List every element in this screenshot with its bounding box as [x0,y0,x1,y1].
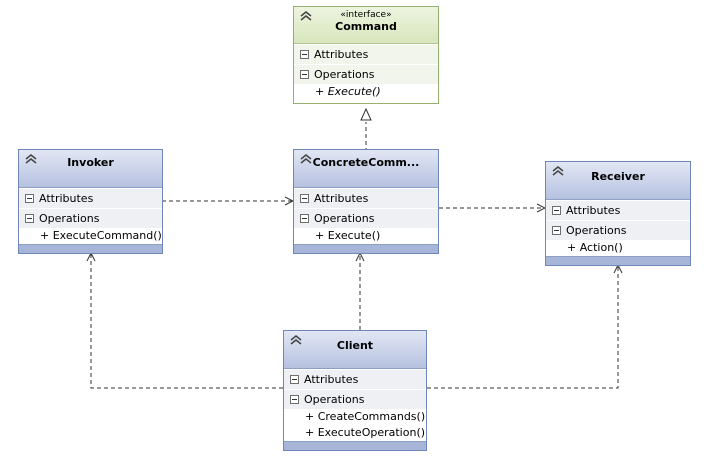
class-header: Receiver [546,162,690,200]
attributes-section[interactable]: Attributes [546,200,690,220]
dependency-client-to-receiver [427,265,618,389]
class-receiver[interactable]: Receiver Attributes Operations + Action(… [545,161,691,266]
collapse-chevron-icon[interactable] [551,165,565,177]
class-name: Client [336,339,374,352]
attributes-section[interactable]: Attributes [284,369,426,389]
collapse-minus-icon[interactable] [25,194,34,203]
operation-item[interactable]: + Execute() [294,228,438,244]
operation-item[interactable]: + ExecuteOperation() [284,425,426,441]
class-command[interactable]: «interface» Command Attributes Operation… [293,6,439,104]
operation-item[interactable]: + CreateCommands() [284,409,426,425]
collapse-minus-icon[interactable] [300,50,309,59]
attributes-section[interactable]: Attributes [294,44,438,64]
collapse-minus-icon[interactable] [290,375,299,384]
operation-item[interactable]: + ExecuteCommand() [19,228,162,244]
operations-section[interactable]: Operations [294,208,438,228]
class-header: Invoker [19,150,162,188]
class-name: Receiver [591,170,645,183]
collapse-minus-icon[interactable] [300,214,309,223]
collapse-chevron-icon[interactable] [299,10,313,22]
collapse-minus-icon[interactable] [552,226,561,235]
class-stereotype: «interface» [340,10,392,20]
operations-section[interactable]: Operations [19,208,162,228]
operation-item[interactable]: + Action() [546,240,690,256]
operations-section[interactable]: Operations [294,64,438,84]
class-header: Client [284,331,426,369]
collapse-minus-icon[interactable] [300,194,309,203]
collapse-minus-icon[interactable] [300,70,309,79]
collapse-chevron-icon[interactable] [289,334,303,346]
class-header: «interface» Command [294,7,438,44]
class-name: Command [335,20,397,33]
collapse-minus-icon[interactable] [25,214,34,223]
collapse-chevron-icon[interactable] [299,153,313,165]
operations-section[interactable]: Operations [546,220,690,240]
attributes-section[interactable]: Attributes [19,188,162,208]
attributes-section[interactable]: Attributes [294,188,438,208]
class-header: ConcreteComm... [294,150,438,188]
class-name: Invoker [67,156,114,169]
operation-item[interactable]: + Execute() [294,84,438,100]
class-name: ConcreteComm... [312,156,420,169]
class-invoker[interactable]: Invoker Attributes Operations + ExecuteC… [18,149,163,254]
class-client[interactable]: Client Attributes Operations + CreateCom… [283,330,427,451]
class-concrete-command[interactable]: ConcreteComm... Attributes Operations + … [293,149,439,254]
operations-section[interactable]: Operations [284,389,426,409]
collapse-chevron-icon[interactable] [24,153,38,165]
dependency-client-to-invoker [91,253,283,389]
realization-triangle [360,107,372,121]
collapse-minus-icon[interactable] [290,395,299,404]
collapse-minus-icon[interactable] [552,206,561,215]
